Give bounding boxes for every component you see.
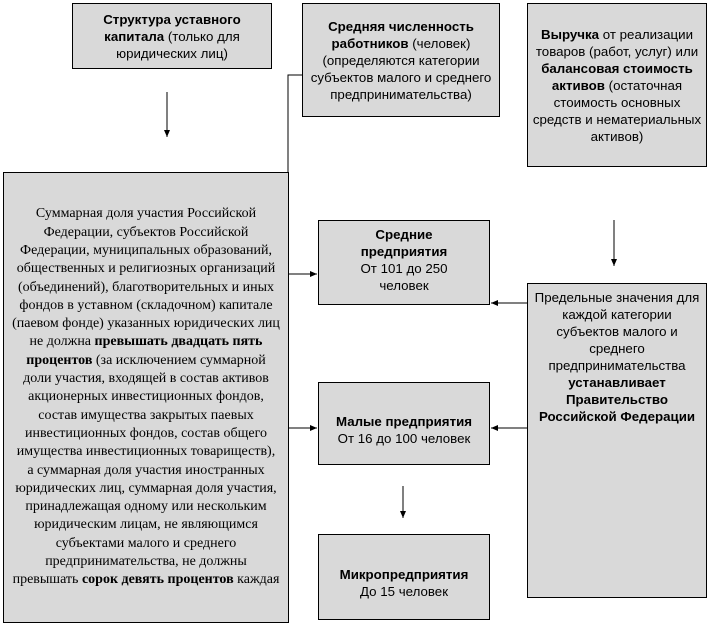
participation-limit-49: сорок девять процентов: [81, 572, 234, 588]
micro-title: Микропредприятия: [339, 567, 469, 582]
limits-text: Предельные значения для каждой категории…: [534, 290, 700, 373]
revenue-box: Выручка от реализации товаров (работ, ус…: [527, 3, 707, 167]
charter-capital-title: Структура уставного капитала: [103, 11, 241, 44]
participation-text-1: Суммарная доля участия Российской Федера…: [12, 206, 280, 350]
participation-box: Суммарная доля участия Российской Федера…: [3, 172, 289, 623]
medium-title: Средние предприятия: [360, 227, 448, 259]
micro-range: До 15 человек: [359, 584, 449, 599]
limits-box: Предельные значения для каждой категории…: [527, 283, 707, 598]
assets-text: (остаточная стоимость основных средств и…: [532, 77, 702, 144]
revenue-text: от реализации товаров (работ, услуг) или: [535, 26, 699, 59]
participation-limit-25: превышать двадцать пять процентов: [26, 334, 263, 368]
connector-headcount: [287, 74, 302, 172]
headcount-box: Средняя численность работников (человек)…: [302, 3, 500, 117]
charter-capital-box: Структура уставного капитала (только для…: [72, 3, 272, 69]
participation-text-3: каждая: [233, 572, 280, 588]
headcount-title: Средняя численность работников: [328, 18, 474, 51]
charter-capital-text: (только для юридических лиц): [116, 28, 240, 61]
assets-title: балансовая стоимость активов: [541, 60, 693, 93]
small-range: От 16 до 100 человек: [337, 430, 471, 446]
medium-range: От 101 до 250 человек: [360, 261, 448, 293]
small-title: Малые предприятия: [335, 413, 473, 429]
micro-enterprises-box: Микропредприятия До 15 человек: [318, 534, 490, 620]
headcount-text: (человек) (определяются категории субъек…: [310, 35, 492, 102]
revenue-title: Выручка: [541, 26, 600, 42]
participation-text-2: (за исключением суммарной доли участия, …: [12, 352, 277, 588]
limits-authority: устанавливает Правительство Российской Ф…: [538, 375, 696, 424]
